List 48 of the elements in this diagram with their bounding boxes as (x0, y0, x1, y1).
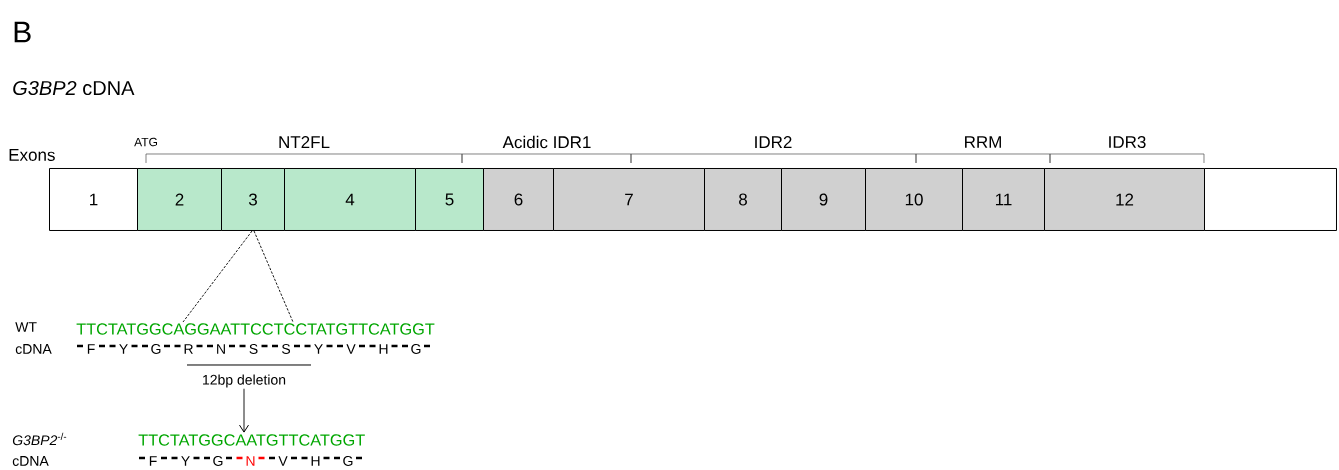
amino-acid: G (142, 344, 170, 354)
exon-box: 3 (221, 168, 285, 231)
dna-sequence: TTCTATGGCAGGAATTCCTCCTATGTTCATGGT (76, 323, 435, 335)
exon-box: 2 (137, 168, 222, 231)
title: G3BP2 cDNA (13, 80, 135, 96)
sequence-label: cDNA (15, 344, 52, 354)
amino-acid: Y (109, 344, 138, 354)
amino-acid: N (207, 344, 235, 354)
amino-acid: Y (171, 456, 200, 466)
row-label: Exons (9, 149, 55, 161)
sequence-label: WT (15, 322, 37, 332)
amino-acid: G (402, 344, 430, 354)
exon-box: 11 (962, 168, 1045, 231)
amino-acid: G (204, 456, 232, 466)
sequence-label: G3BP2$^{-/-}$ (12, 432, 67, 446)
exon-box: 8 (704, 168, 782, 231)
amino-acid: S (239, 344, 268, 354)
domain-label: RRM (965, 136, 1001, 148)
amino-acid: Y (304, 344, 333, 354)
start-codon-label: ATG (134, 137, 157, 147)
amino-acid: G (334, 456, 362, 466)
arrow (239, 388, 249, 433)
zoom-line (253, 230, 294, 323)
amino-acid: F (139, 456, 167, 466)
exon-box: 10 (865, 168, 963, 231)
exon-box: 9 (781, 168, 866, 231)
amino-acid: V (269, 456, 297, 466)
exon-box: 6 (483, 168, 554, 231)
zoom-line (182, 230, 253, 323)
amino-acid: H (369, 344, 398, 354)
amino-acid: R (174, 344, 203, 354)
amino-acid: H (301, 456, 330, 466)
dna-sequence: TTCTATGGCAATGTTCATGGT (138, 434, 365, 446)
sequence-label: cDNA (12, 456, 49, 466)
amino-acid: F (77, 344, 105, 354)
untranslated-region-box (1204, 168, 1337, 231)
amino-acid: V (337, 344, 365, 354)
amino-acid: S (272, 344, 300, 354)
exon-box: 5 (415, 168, 484, 231)
deletion-label: 12bp deletion (203, 374, 286, 388)
domain-label: NT2FL (279, 136, 330, 148)
amino-acid: N (236, 456, 265, 466)
domain-label: IDR3 (1109, 135, 1146, 148)
panel-letter: B (14, 21, 31, 43)
domain-label: Acidic IDR1 (502, 135, 591, 149)
domain-label: IDR2 (755, 136, 792, 148)
exon-box: 1 (49, 168, 138, 231)
exon-box: 12 (1044, 168, 1205, 231)
